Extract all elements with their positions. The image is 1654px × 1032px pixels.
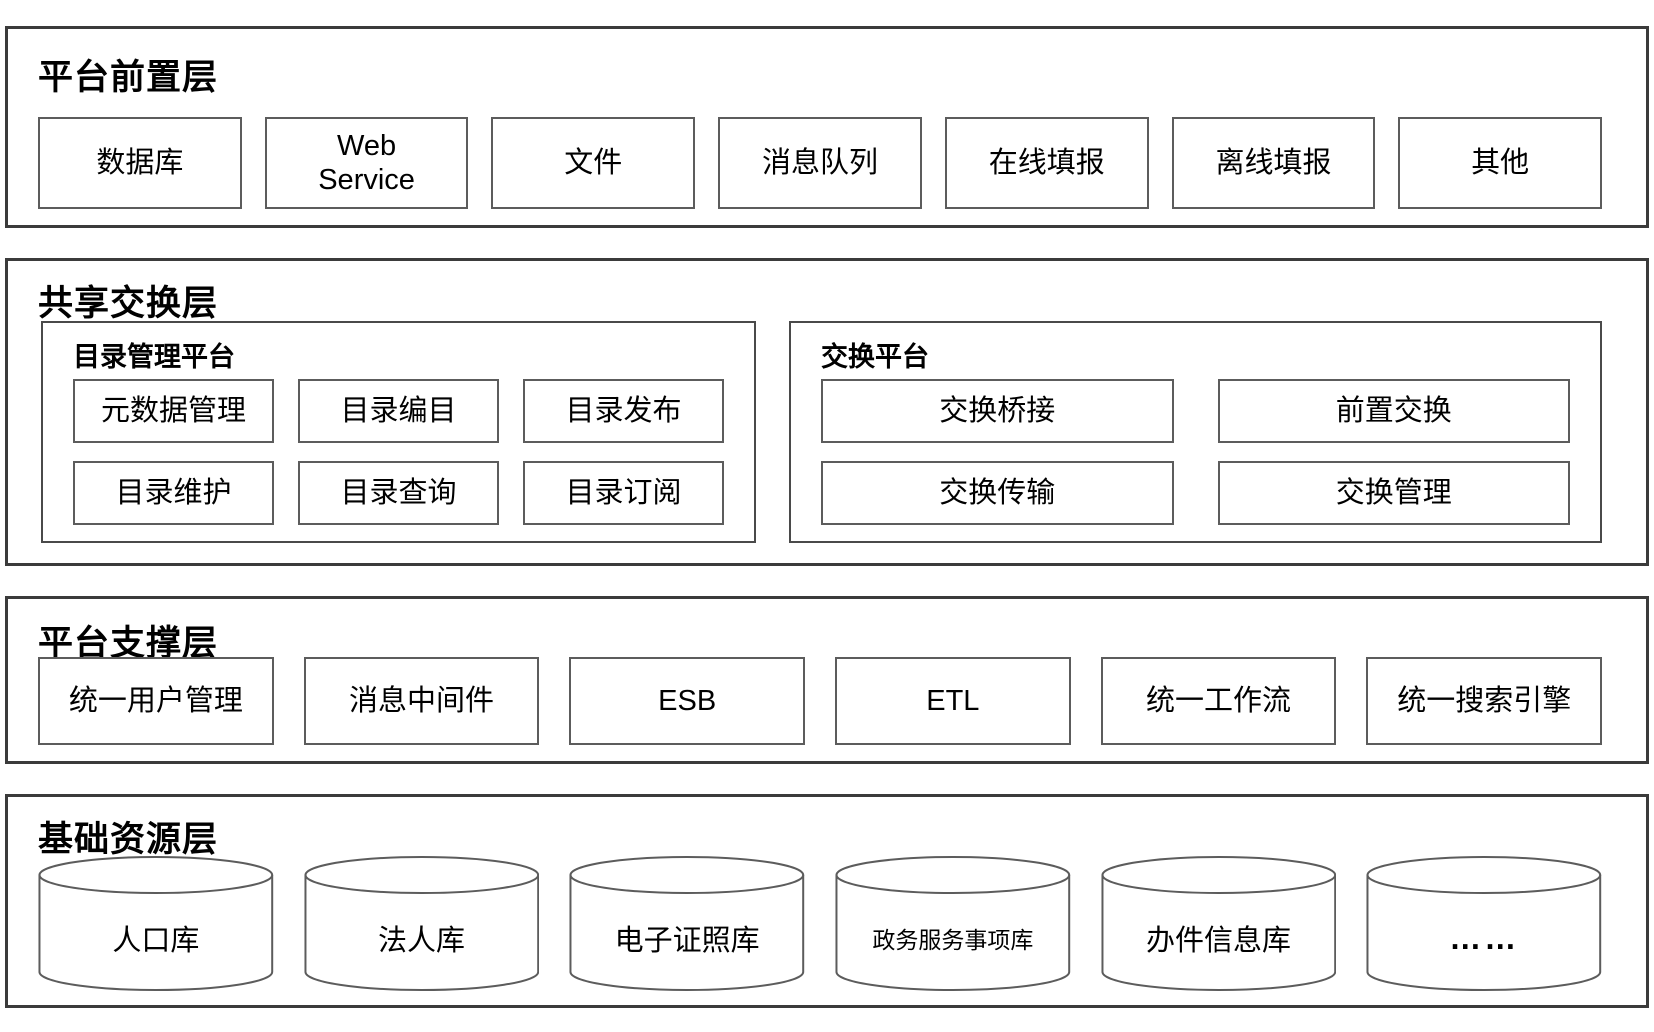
box-message-middleware-label: 消息中间件 xyxy=(349,684,495,717)
box-web-service-label: Web Service xyxy=(318,129,415,196)
box-online-reporting-label: 在线填报 xyxy=(988,146,1105,179)
box-exchange-management: 交换管理 xyxy=(1217,461,1570,525)
box-other-label: 其他 xyxy=(1471,146,1530,179)
box-unified-search-engine: 统一搜索引擎 xyxy=(1366,657,1603,745)
box-front-exchange-label: 前置交换 xyxy=(1335,394,1452,427)
database-cylinder-icon xyxy=(38,855,274,993)
box-catalog-query: 目录查询 xyxy=(298,461,499,525)
box-message-queue: 消息队列 xyxy=(718,117,922,209)
db-case-information-label: 办件信息库 xyxy=(1146,925,1292,957)
db-population: 人口库 xyxy=(38,855,274,993)
box-database: 数据库 xyxy=(38,117,242,209)
db-ellipsis: …… xyxy=(1366,855,1602,993)
box-exchange-transmission: 交换传输 xyxy=(821,461,1174,525)
box-online-reporting: 在线填报 xyxy=(944,117,1149,209)
exchange-panels: 目录管理平台 元数据管理 目录编目 目录发布 目录维护 目录查询 目录订阅 交换… xyxy=(41,321,1602,543)
db-electronic-license: 电子证照库 xyxy=(569,855,805,993)
box-unified-user-management-label: 统一用户管理 xyxy=(68,684,243,717)
box-catalog-compilation-label: 目录编目 xyxy=(340,394,457,427)
db-electronic-license-label: 电子证照库 xyxy=(614,925,760,957)
layer-platform-front: 平台前置层 数据库 Web Service 文件 消息队列 在线填报 离线填报 … xyxy=(5,26,1649,228)
box-catalog-maintenance-label: 目录维护 xyxy=(115,476,232,509)
box-exchange-bridge-label: 交换桥接 xyxy=(939,394,1056,427)
box-exchange-bridge: 交换桥接 xyxy=(821,379,1174,443)
panel-exchange-platform: 交换平台 交换桥接 前置交换 交换传输 交换管理 xyxy=(789,321,1602,543)
box-esb: ESB xyxy=(569,657,806,745)
box-catalog-publish: 目录发布 xyxy=(523,379,724,443)
box-catalog-publish-label: 目录发布 xyxy=(565,394,682,427)
layer-support-title: 平台支撑层 xyxy=(38,624,219,663)
box-exchange-transmission-label: 交换传输 xyxy=(939,476,1056,509)
layer-front-title: 平台前置层 xyxy=(38,58,219,97)
box-unified-workflow: 统一工作流 xyxy=(1100,657,1337,745)
box-exchange-management-label: 交换管理 xyxy=(1335,476,1452,509)
box-etl: ETL xyxy=(835,657,1071,745)
box-catalog-maintenance: 目录维护 xyxy=(73,461,274,525)
layer-platform-support: 平台支撑层 统一用户管理 消息中间件 ESB ETL 统一工作流 统一搜索引擎 xyxy=(5,596,1649,764)
layer-exchange-title: 共享交换层 xyxy=(38,284,219,323)
exchange-box-grid: 交换桥接 前置交换 交换传输 交换管理 xyxy=(821,379,1570,525)
box-esb-label: ESB xyxy=(658,684,717,717)
box-catalog-subscription-label: 目录订阅 xyxy=(565,476,682,509)
box-database-label: 数据库 xyxy=(96,146,184,179)
database-cylinder-icon xyxy=(835,855,1071,993)
panel-catalog-title: 目录管理平台 xyxy=(73,342,235,372)
box-message-queue-label: 消息队列 xyxy=(762,146,879,179)
db-population-label: 人口库 xyxy=(112,925,200,957)
db-legal-person: 法人库 xyxy=(304,855,540,993)
box-offline-reporting-label: 离线填报 xyxy=(1215,146,1332,179)
db-government-service-items-label: 政务服务事项库 xyxy=(872,927,1034,953)
box-unified-workflow-label: 统一工作流 xyxy=(1146,684,1292,717)
box-metadata-management-label: 元数据管理 xyxy=(100,394,246,427)
box-catalog-compilation: 目录编目 xyxy=(298,379,499,443)
resource-cylinder-row: 人口库 法人库 电子证照库 政务服务事项库 办件信息库 …… xyxy=(38,855,1602,993)
box-file: 文件 xyxy=(491,117,696,209)
box-metadata-management: 元数据管理 xyxy=(73,379,274,443)
box-etl-label: ETL xyxy=(926,684,980,717)
box-web-service: Web Service xyxy=(264,117,469,209)
panel-exchange-title: 交换平台 xyxy=(821,342,929,372)
box-unified-search-engine-label: 统一搜索引擎 xyxy=(1397,684,1572,717)
box-front-exchange: 前置交换 xyxy=(1217,379,1570,443)
database-cylinder-icon xyxy=(1101,855,1337,993)
panel-catalog-management: 目录管理平台 元数据管理 目录编目 目录发布 目录维护 目录查询 目录订阅 xyxy=(41,321,756,543)
box-catalog-subscription: 目录订阅 xyxy=(523,461,724,525)
db-legal-person-label: 法人库 xyxy=(378,925,466,957)
layer-basic-resource: 基础资源层 人口库 法人库 电子证照库 政务服务事项库 办件信息库 xyxy=(5,794,1649,1008)
catalog-box-grid: 元数据管理 目录编目 目录发布 目录维护 目录查询 目录订阅 xyxy=(73,379,724,525)
support-box-row: 统一用户管理 消息中间件 ESB ETL 统一工作流 统一搜索引擎 xyxy=(38,657,1603,745)
box-unified-user-management: 统一用户管理 xyxy=(38,657,274,745)
box-catalog-query-label: 目录查询 xyxy=(340,476,457,509)
front-box-row: 数据库 Web Service 文件 消息队列 在线填报 离线填报 其他 xyxy=(38,117,1603,209)
database-cylinder-icon xyxy=(569,855,805,993)
layer-sharing-exchange: 共享交换层 目录管理平台 元数据管理 目录编目 目录发布 目录维护 目录查询 目… xyxy=(5,258,1649,566)
db-government-service-items: 政务服务事项库 xyxy=(835,855,1071,993)
db-ellipsis-label: …… xyxy=(1449,919,1520,956)
db-case-information: 办件信息库 xyxy=(1101,855,1337,993)
database-cylinder-icon xyxy=(1366,855,1602,993)
layer-resource-title: 基础资源层 xyxy=(38,820,219,859)
box-other: 其他 xyxy=(1398,117,1603,209)
database-cylinder-icon xyxy=(304,855,540,993)
box-file-label: 文件 xyxy=(564,146,623,179)
box-message-middleware: 消息中间件 xyxy=(303,657,540,745)
box-offline-reporting: 离线填报 xyxy=(1171,117,1376,209)
